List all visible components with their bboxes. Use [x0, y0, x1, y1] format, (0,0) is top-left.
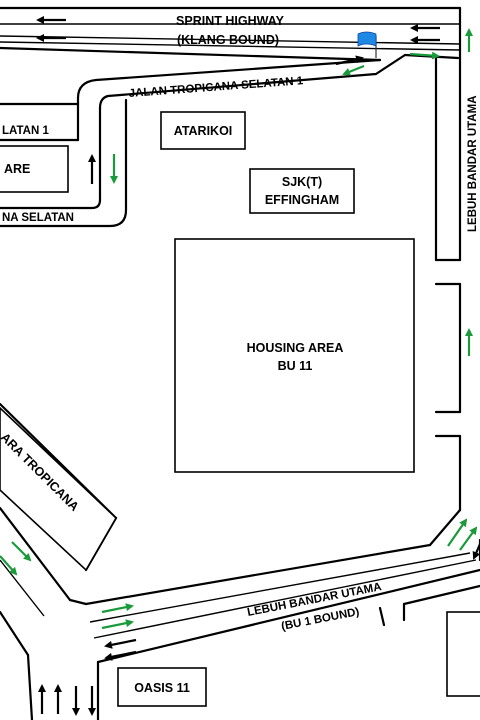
- building-are-label: ARE: [4, 162, 30, 176]
- lebuh-bandar-utama-south-label: LEBUH BANDAR UTAMA: [246, 581, 382, 619]
- arrow-icon: [101, 619, 134, 630]
- arrow-icon: [335, 55, 364, 66]
- lebuh-bandar-utama-east-road: [428, 6, 480, 562]
- housing-area-label-line1: HOUSING AREA: [247, 341, 344, 355]
- flag-icon: [357, 31, 377, 58]
- atarikoi-box: [160, 111, 246, 150]
- arrow-icon: [409, 51, 440, 60]
- arrow-icon: [0, 555, 18, 576]
- arrow-icon: [101, 603, 134, 614]
- sjk-effingham-box: [249, 168, 355, 214]
- atarikoi-label: ATARIKOI: [174, 124, 233, 138]
- lebuh-bandar-utama-south-road: [26, 543, 480, 720]
- building-are: [0, 145, 69, 193]
- tropicana-diagonal-block: [0, 406, 118, 572]
- sprint-highway-label: SPRINT HIGHWAY: [176, 14, 285, 28]
- selatan-1-partial-label: LATAN 1: [2, 125, 49, 137]
- arrow-icon: [472, 543, 480, 560]
- jalan-tropicana-selatan-1-label: JALAN TROPICANA SELATAN 1: [128, 75, 304, 100]
- housing-area-label-line2: BU 11: [278, 359, 313, 373]
- arrow-icon: [104, 650, 137, 661]
- arrow-icon: [342, 64, 365, 76]
- tropicana-selatan-partial-label: NA SELATAN: [2, 212, 74, 224]
- building-bottom-right: [446, 611, 480, 697]
- jalan-tropicana-selatan-1-road: [0, 53, 407, 228]
- housing-area-box: [174, 238, 415, 473]
- sjk-label-line1: SJK(T): [282, 175, 322, 189]
- oasis-11-box: [117, 667, 207, 707]
- arrow-icon: [104, 638, 137, 649]
- arrow-icon: [459, 526, 478, 551]
- sprint-highway-sub-label: (KLANG BOUND): [177, 33, 279, 47]
- arrow-icon: [11, 541, 32, 562]
- lebuh-bandar-utama-east-label: LEBUH BANDAR UTAMA: [467, 96, 479, 233]
- arrow-icon: [447, 518, 468, 547]
- oasis-11-label: OASIS 11: [134, 681, 190, 695]
- sjk-label-line2: EFFINGHAM: [265, 193, 339, 207]
- sprint-highway-road: [0, 6, 462, 62]
